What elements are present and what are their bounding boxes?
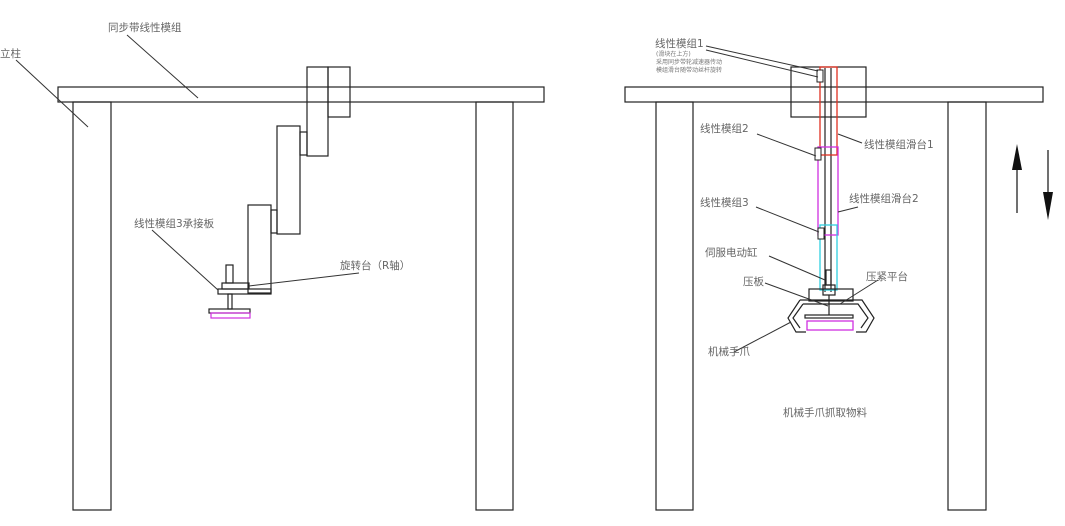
left-column (655, 101, 694, 511)
left-view: 立柱 同步带线性模组 线性模组3承接板 旋转台（R轴） (0, 21, 545, 511)
module1-motor (816, 69, 824, 83)
label-module3-plate: 线性模组3承接板 (134, 217, 215, 230)
label-belt-module: 同步带线性模组 (108, 21, 182, 34)
right-view: 线性模组1 (滑块在上方) 采用同步带轮减速器传动 模组滑台随带动丝杆旋转 线性… (624, 37, 1044, 511)
label-module1-note3: 模组滑台随带动丝杆旋转 (656, 66, 722, 74)
label-caption: 机械手爪抓取物料 (783, 406, 867, 419)
label-module1: 线性模组1 (655, 37, 704, 50)
label-press-platform: 压紧平台 (866, 270, 908, 283)
carriage-block (790, 66, 867, 118)
label-module3: 线性模组3 (700, 196, 749, 209)
label-press-plate: 压板 (743, 275, 764, 288)
module3-rail (819, 224, 838, 291)
module2-rail (817, 146, 839, 236)
gripper (787, 269, 875, 333)
label-servo-cylinder: 伺服电动缸 (705, 246, 758, 259)
rotary-table (208, 264, 272, 319)
module1-rail (819, 66, 838, 156)
module3-motor (817, 227, 825, 240)
arm (247, 66, 351, 294)
label-module1-note2: 采用同步带轮减速器传动 (656, 58, 722, 66)
label-slide1: 线性模组滑台1 (864, 138, 934, 151)
up-arrow-icon (1012, 144, 1022, 213)
label-module2: 线性模组2 (700, 122, 749, 135)
right-column (947, 101, 987, 511)
down-arrow-icon (1043, 150, 1053, 220)
label-rotary-table: 旋转台（R轴） (340, 259, 410, 272)
belt-module-beam (57, 86, 545, 103)
label-gripper: 机械手爪 (708, 345, 750, 358)
module2-motor (814, 147, 822, 161)
label-column: 立柱 (0, 47, 21, 60)
workpiece (806, 320, 854, 331)
left-column (72, 101, 112, 511)
label-slide2: 线性模组滑台2 (849, 192, 919, 205)
workpiece (210, 312, 251, 319)
beam (624, 86, 1044, 103)
right-column (475, 101, 514, 511)
label-module1-note1: (滑块在上方) (656, 50, 691, 58)
